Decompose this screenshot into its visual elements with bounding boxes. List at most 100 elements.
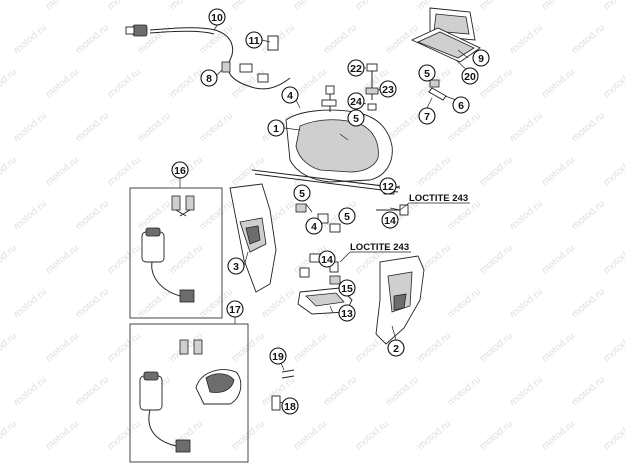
watermark-text: motod.ru <box>508 111 545 145</box>
watermark-text: motod.ru <box>198 199 235 233</box>
watermark-text: motod.ru <box>230 0 267 12</box>
watermark-text: motod.ru <box>0 331 19 365</box>
watermark-text: motod.ru <box>416 155 453 189</box>
svg-text:5: 5 <box>299 188 305 200</box>
callout-7: 7 <box>418 107 436 125</box>
svg-text:7: 7 <box>424 111 430 123</box>
watermark-text: motod.ru <box>446 375 483 409</box>
callout-5-top-right: 5 <box>418 64 436 82</box>
svg-text:20: 20 <box>464 71 476 83</box>
watermark-text: motod.ru <box>12 111 49 145</box>
watermark-text: motod.ru <box>570 375 607 409</box>
callout-8: 8 <box>200 69 218 87</box>
watermark-text: motod.ru <box>12 375 49 409</box>
watermark-text: motod.ru <box>0 155 19 189</box>
watermark-text: motod.ru <box>570 23 607 57</box>
svg-text:2: 2 <box>393 343 399 355</box>
svg-text:23: 23 <box>382 84 394 96</box>
mid-clips <box>295 203 341 233</box>
watermark-text: motod.ru <box>416 331 453 365</box>
watermark-text: motod.ru <box>384 375 421 409</box>
watermark-text: motod.ru <box>106 67 143 101</box>
svg-text:4: 4 <box>311 221 317 233</box>
callout-5-center: 5 <box>347 109 365 127</box>
watermark-text: motod.ru <box>570 287 607 321</box>
svg-text:6: 6 <box>458 100 464 112</box>
watermark-text: motod.ru <box>508 199 545 233</box>
watermark-text: motod.ru <box>168 67 205 101</box>
watermark-text: motod.ru <box>508 23 545 57</box>
svg-text:13: 13 <box>341 308 353 320</box>
watermark-text: motod.ru <box>322 375 359 409</box>
svg-text:5: 5 <box>344 211 350 223</box>
callout-20: 20 <box>461 67 479 85</box>
svg-text:LOCTITE 243: LOCTITE 243 <box>409 193 468 204</box>
callout-16: 16 <box>171 161 189 179</box>
watermark-text: motod.ru <box>260 287 297 321</box>
callout-2: 2 <box>387 339 405 357</box>
clip-top <box>429 79 440 88</box>
watermark-text: motod.ru <box>0 419 19 453</box>
svg-text:22: 22 <box>350 63 362 75</box>
watermark-text: motod.ru <box>74 375 111 409</box>
lock-set <box>139 339 242 453</box>
svg-text:1: 1 <box>273 123 279 135</box>
watermark-text: motod.ru <box>416 419 453 453</box>
svg-text:14: 14 <box>321 254 333 266</box>
watermark-text: motod.ru <box>0 67 19 101</box>
callout-4-top: 4 <box>281 86 299 104</box>
callout-3: 3 <box>227 257 245 275</box>
svg-text:9: 9 <box>478 53 484 65</box>
watermark-text: motod.ru <box>12 287 49 321</box>
watermark-text: motod.ru <box>602 243 625 277</box>
watermark-text: motod.ru <box>354 0 391 12</box>
watermark-text: motod.ru <box>106 243 143 277</box>
svg-text:11: 11 <box>248 35 259 47</box>
callout-22: 22 <box>347 59 365 77</box>
watermark-text: motod.ru <box>508 287 545 321</box>
callout-15: 15 <box>338 279 356 297</box>
watermark-text: motod.ru <box>540 0 577 12</box>
callout-6: 6 <box>452 96 470 114</box>
watermark-text: motod.ru <box>44 243 81 277</box>
watermark-text: motod.ru <box>292 331 329 365</box>
watermark-text: motod.ru <box>136 287 173 321</box>
loctite-note-upper: LOCTITE 243 <box>399 193 470 211</box>
svg-text:5: 5 <box>424 68 430 80</box>
callout-18: 18 <box>281 397 299 415</box>
watermark-text: motod.ru <box>508 375 545 409</box>
svg-text:12: 12 <box>382 181 394 193</box>
svg-text:19: 19 <box>272 351 284 363</box>
svg-text:18: 18 <box>284 401 296 413</box>
svg-text:8: 8 <box>206 73 212 85</box>
svg-text:17: 17 <box>229 304 241 316</box>
svg-text:24: 24 <box>350 96 362 108</box>
ignition-lock <box>141 195 195 303</box>
watermark-text: motod.ru <box>12 199 49 233</box>
watermark-text: motod.ru <box>478 331 515 365</box>
callout-23: 23 <box>379 80 397 98</box>
svg-text:4: 4 <box>287 90 293 102</box>
left-fairing-panel <box>229 183 277 293</box>
svg-text:14: 14 <box>384 215 396 227</box>
callout-5-right: 5 <box>338 207 356 225</box>
callout-10: 10 <box>208 8 226 26</box>
dashboard-unit <box>410 7 481 63</box>
callout-4-mid: 4 <box>305 217 323 235</box>
watermark-text: motod.ru <box>540 331 577 365</box>
right-fairing-panel <box>375 255 425 345</box>
svg-text:5: 5 <box>353 113 359 125</box>
watermark-text: motod.ru <box>446 287 483 321</box>
watermark-text: motod.ru <box>198 111 235 145</box>
watermark-text: motod.ru <box>602 331 625 365</box>
watermark-text: motod.ru <box>44 67 81 101</box>
watermark-text: motod.ru <box>12 23 49 57</box>
callout-12: 12 <box>379 177 397 195</box>
callout-19: 19 <box>269 347 287 365</box>
watermark-text: motod.ru <box>292 0 329 12</box>
watermark-text: motod.ru <box>602 0 625 12</box>
svg-text:3: 3 <box>233 261 239 273</box>
watermark-text: motod.ru <box>292 419 329 453</box>
watermark-text: motod.ru <box>540 243 577 277</box>
